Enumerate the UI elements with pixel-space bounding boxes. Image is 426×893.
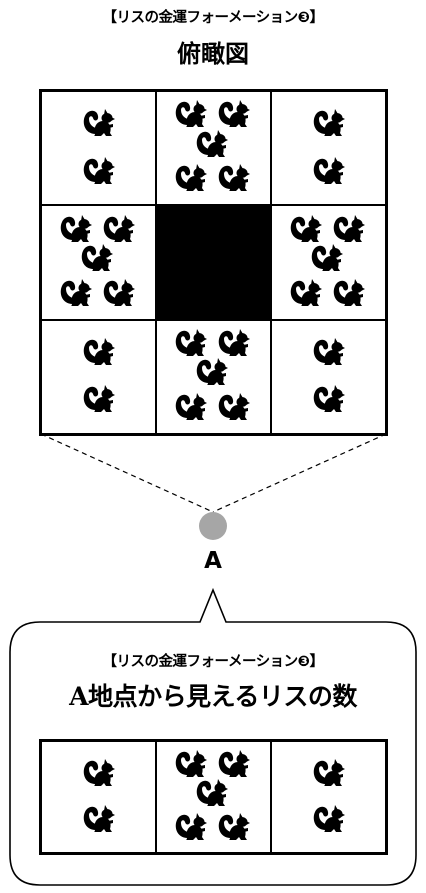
- grid-cell: [271, 319, 386, 434]
- squirrel-icon: [175, 812, 207, 840]
- center-block: [156, 205, 271, 320]
- grid-cell: [271, 91, 386, 206]
- viewpoint-marker: [199, 512, 227, 540]
- grid-cell: [156, 319, 271, 434]
- squirrel-icon: [83, 758, 115, 786]
- squirrel-icon: [83, 805, 115, 832]
- squirrel-icon: [313, 758, 345, 786]
- grid-cell: [41, 91, 156, 206]
- overhead-grid: [39, 89, 388, 436]
- grid-cell: [156, 741, 271, 853]
- grid-cell: [41, 205, 156, 320]
- grid-cell: [41, 319, 156, 434]
- grid-cell: [271, 205, 386, 320]
- squirrel-icon: [197, 778, 229, 806]
- visible-row: [39, 739, 388, 855]
- squirrel-icon: [313, 805, 345, 832]
- grid-cell: [156, 91, 271, 206]
- grid-cell: [271, 741, 386, 853]
- viewpoint-label: A: [204, 548, 222, 574]
- squirrel-icon: [218, 812, 250, 840]
- top-header: 【リスの金運フォーメーション❸】: [102, 10, 324, 26]
- bubble-title: A地点から見えるリスの数: [69, 682, 357, 711]
- top-title: 俯瞰図: [177, 39, 249, 68]
- bubble-header: 【リスの金運フォーメーション❸】: [102, 654, 324, 670]
- grid-cell: [41, 741, 156, 853]
